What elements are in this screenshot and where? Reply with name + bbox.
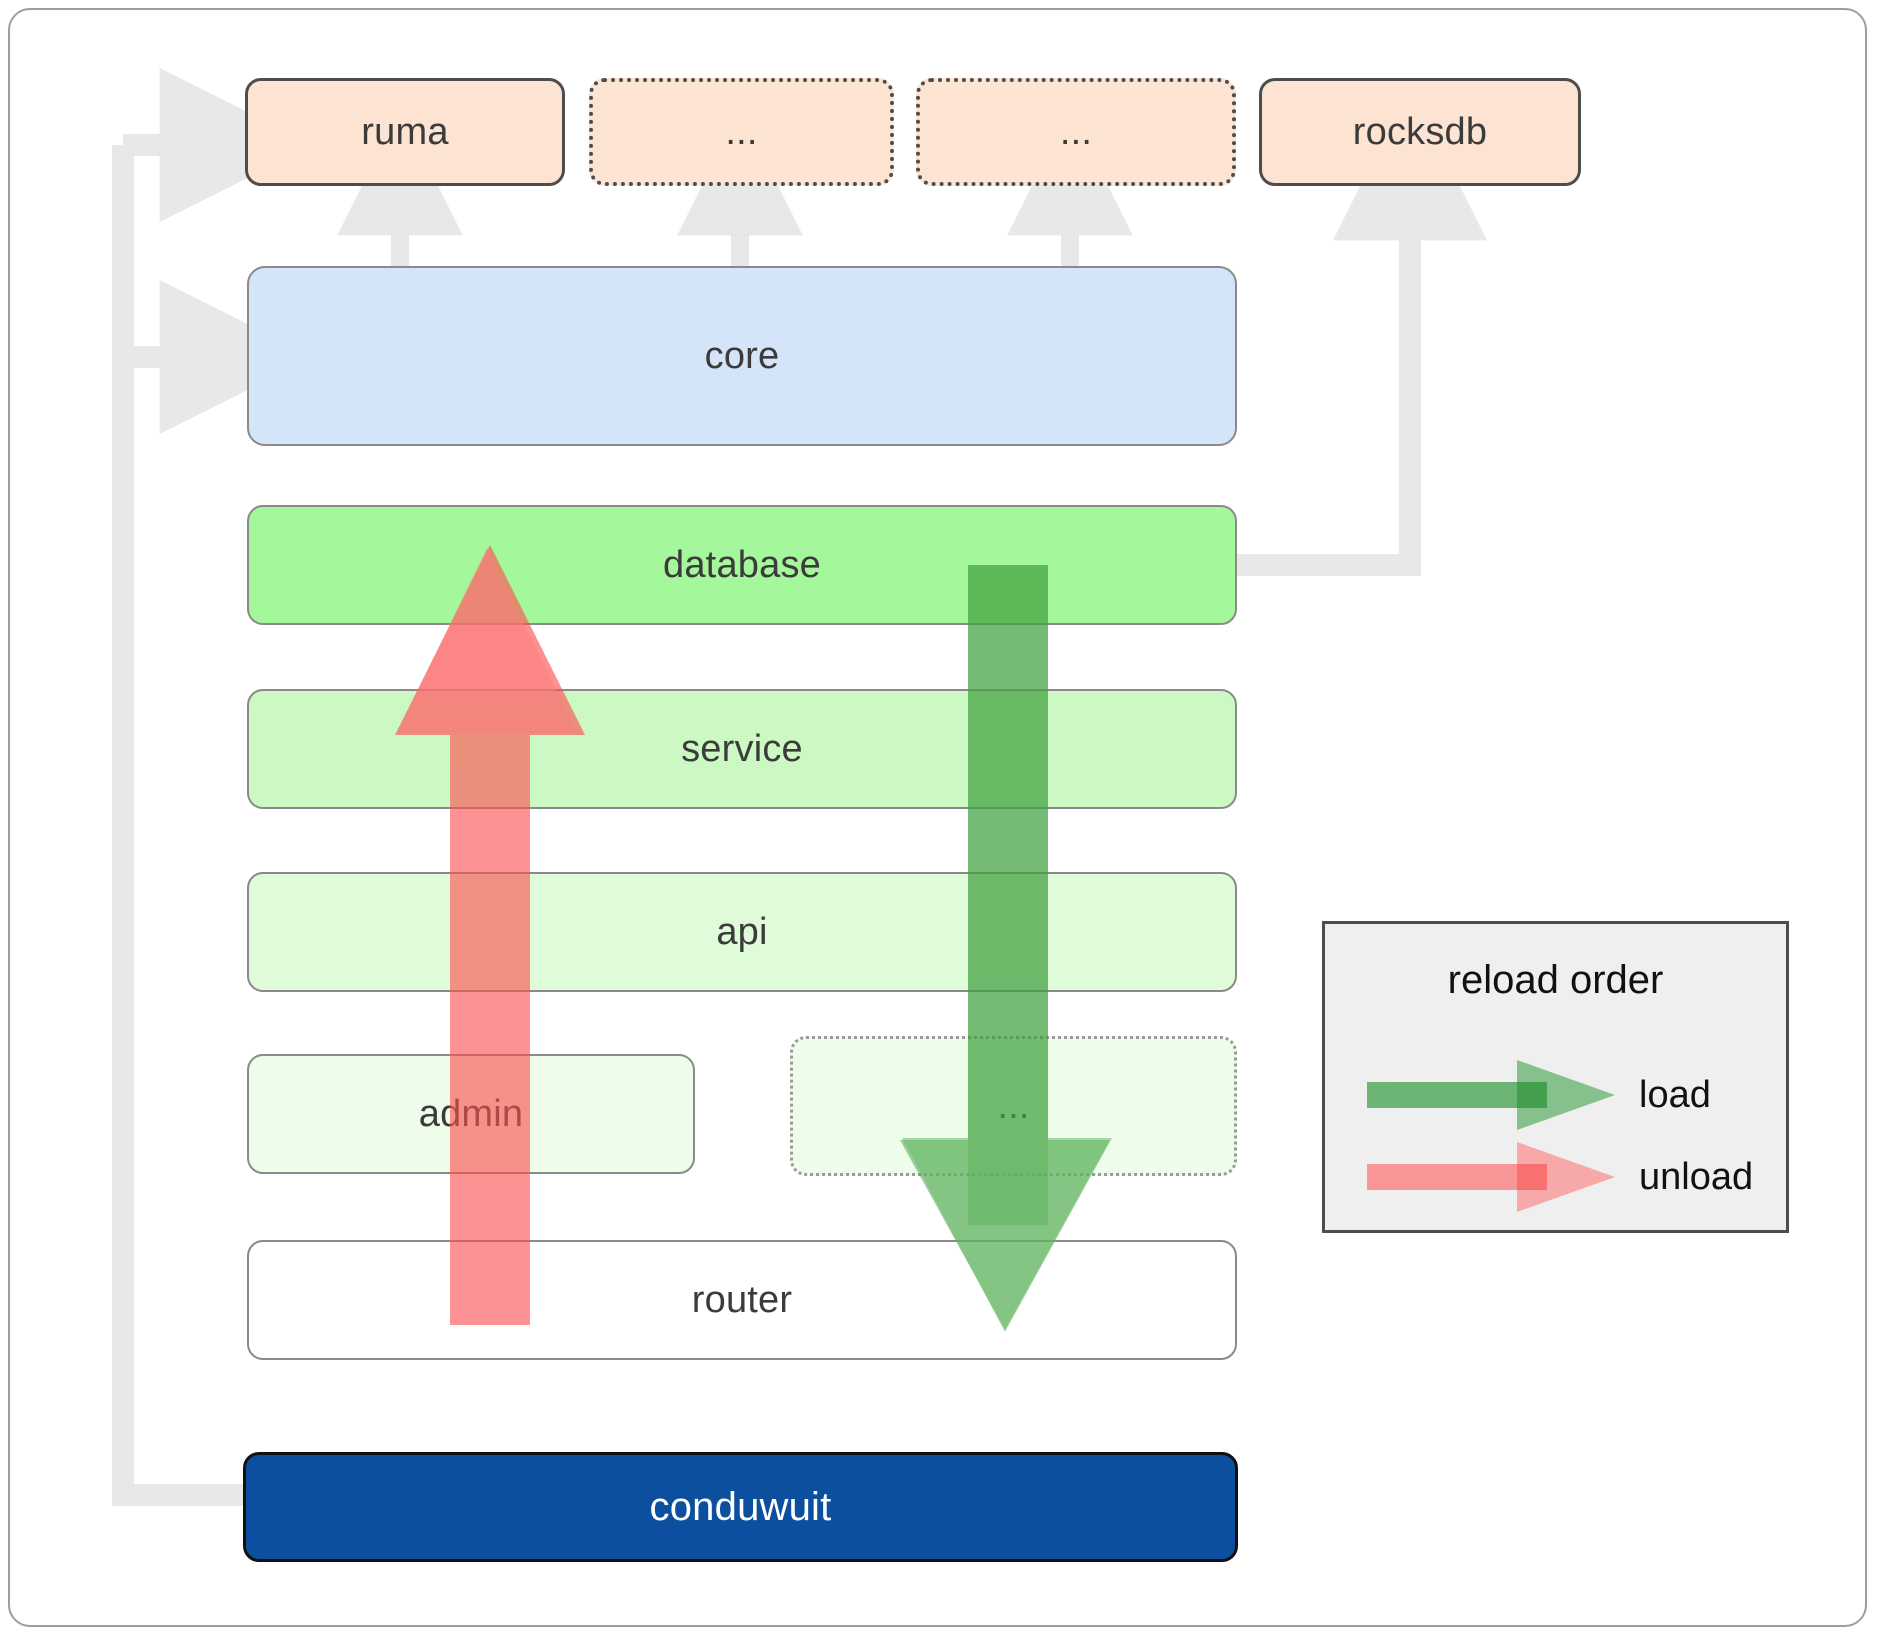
layer-box-core[interactable]: core [247,266,1237,446]
layer-label-service: service [681,727,803,770]
layer-box-admin[interactable]: admin [247,1054,695,1174]
legend-load-arrow-icon [1367,1060,1615,1130]
binary-label-conduwuit: conduwuit [649,1484,832,1529]
dependency-box-dots-2[interactable]: ... [916,78,1236,186]
dependency-label-rocksdb: rocksdb [1352,110,1488,153]
legend-title: reload order [1447,958,1664,1002]
legend-reload-order: reload order load unload [1322,921,1789,1233]
layer-box-dots-low[interactable]: ... [790,1036,1237,1176]
layer-label-database: database [663,543,821,586]
layer-label-api: api [716,910,768,953]
layer-label-core: core [704,334,780,377]
diagram-frame [8,8,1867,1627]
dependency-label-ruma: ruma [361,110,449,153]
layer-label-dots-low: ... [997,1084,1030,1127]
dependency-box-rocksdb[interactable]: rocksdb [1259,78,1581,186]
legend-unload-arrow-icon [1367,1142,1615,1212]
layer-label-admin: admin [418,1092,524,1135]
layer-label-router: router [691,1278,793,1321]
binary-box-conduwuit[interactable]: conduwuit [243,1452,1238,1562]
layer-box-api[interactable]: api [247,872,1237,992]
dependency-box-dots-1[interactable]: ... [589,78,894,186]
layer-box-service[interactable]: service [247,689,1237,809]
dependency-label-dots-1: ... [725,110,758,153]
layer-box-router[interactable]: router [247,1240,1237,1360]
legend-row-unload: unload [1367,1142,1757,1212]
layer-box-database[interactable]: database [247,505,1237,625]
legend-row-load: load [1367,1060,1757,1130]
legend-label-unload: unload [1639,1155,1754,1198]
dependency-box-ruma[interactable]: ruma [245,78,565,186]
dependency-label-dots-2: ... [1059,110,1093,153]
legend-label-load: load [1639,1073,1711,1116]
